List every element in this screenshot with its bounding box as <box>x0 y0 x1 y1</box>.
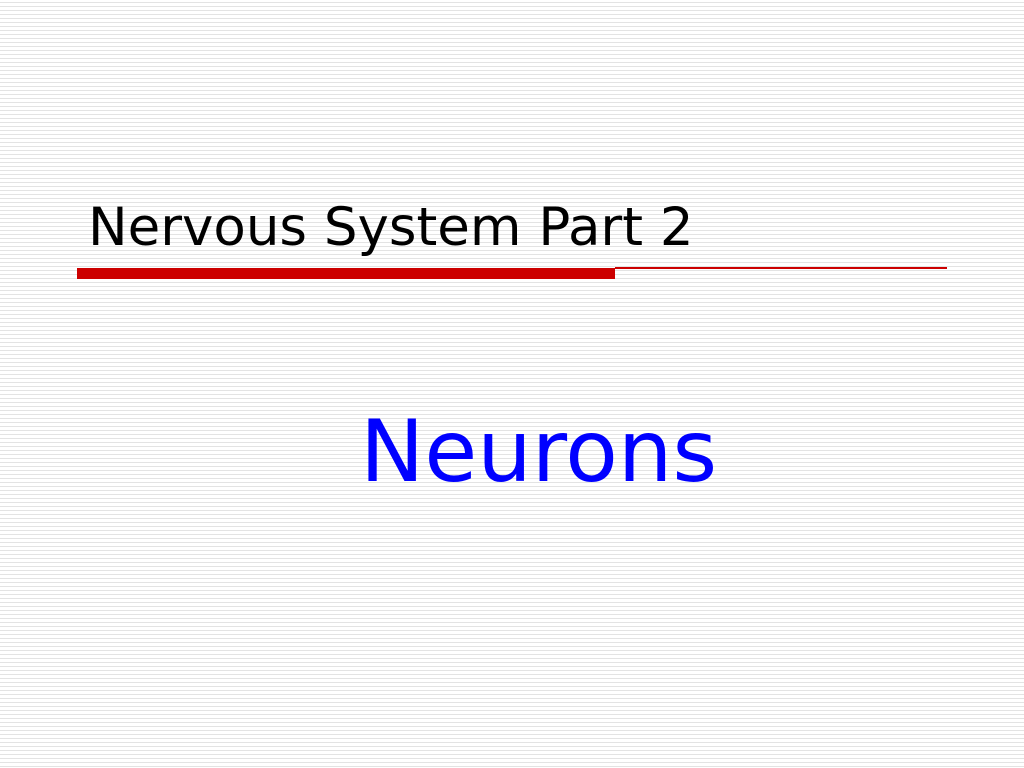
title-underline-thin <box>615 267 947 269</box>
slide-subtitle: Neurons <box>360 402 718 502</box>
title-underline-thick <box>77 268 615 279</box>
slide-title: Nervous System Part 2 <box>88 197 694 258</box>
